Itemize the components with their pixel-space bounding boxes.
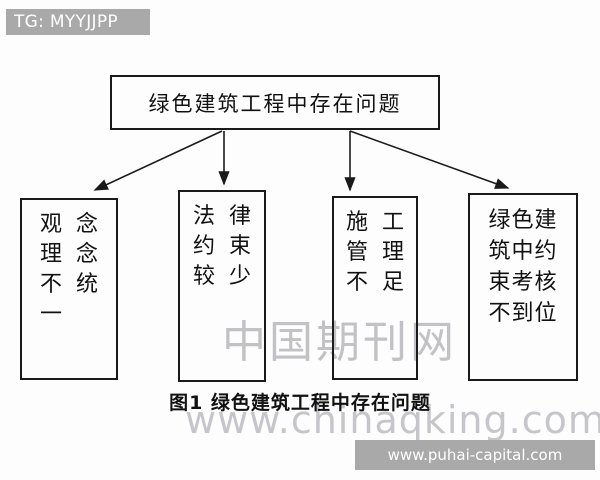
leaf-text-row: 筑中约 (488, 239, 558, 264)
leaf-char: 理 (382, 240, 405, 265)
leaf-text-row: 绿色建 (488, 208, 558, 233)
leaf-char: 不 (345, 270, 368, 295)
leaf-node-2-column-left: 法 约 较 (193, 202, 215, 292)
leaf-char: 工 (382, 210, 405, 235)
leaf-node-4-rows: 绿色建 筑中约 束考核 不到位 (470, 205, 576, 329)
leaf-char: 较 (192, 264, 215, 289)
leaf-char: 念 (76, 212, 99, 237)
figure-caption: 图1 绿色建筑工程中存在问题 (169, 392, 431, 414)
leaf-char: 律 (229, 204, 252, 229)
leaf-char: 足 (382, 270, 405, 295)
leaf-char: 法 (192, 204, 215, 229)
leaf-char: 管 (345, 240, 368, 265)
leaf-char: 约 (192, 234, 215, 259)
root-node-label: 绿色建筑工程中存在问题 (148, 91, 402, 116)
root-node-box: 绿色建筑工程中存在问题 (110, 75, 440, 130)
leaf-node-1-column-right: 念 念 统 (76, 210, 98, 330)
tg-badge: TG: MYYJJPP (6, 9, 150, 35)
leaf-node-box-4: 绿色建 筑中约 束考核 不到位 (468, 193, 578, 381)
leaf-node-3-columns: 施 管 不 工 理 足 (334, 208, 416, 298)
site-badge: www.puhai-capital.com (355, 440, 595, 470)
leaf-char: 观 (39, 212, 62, 237)
leaf-text-row: 束考核 (488, 270, 558, 295)
leaf-char: 施 (345, 210, 368, 235)
arrow-to-node1 (93, 130, 223, 191)
leaf-char: 统 (76, 272, 99, 297)
leaf-text-row: 不到位 (488, 301, 558, 326)
leaf-node-box-1: 观 理 不 一 念 念 统 (20, 198, 118, 380)
leaf-node-1-columns: 观 理 不 一 念 念 统 (22, 210, 116, 330)
leaf-node-box-2: 法 约 较 律 束 少 (178, 190, 266, 382)
leaf-char: 一 (39, 302, 62, 327)
leaf-node-box-3: 施 管 不 工 理 足 (332, 196, 418, 380)
leaf-char: 理 (39, 242, 62, 267)
arrow-to-node4 (349, 130, 510, 189)
leaf-node-2-columns: 法 约 较 律 束 少 (180, 202, 264, 292)
leaf-char: 念 (76, 242, 99, 267)
leaf-node-3-column-right: 工 理 足 (382, 208, 404, 298)
leaf-char: 少 (229, 264, 252, 289)
leaf-node-2-column-right: 律 束 少 (229, 202, 251, 292)
leaf-char: 不 (39, 272, 62, 297)
leaf-node-3-column-left: 施 管 不 (346, 208, 368, 298)
leaf-char: 束 (229, 234, 252, 259)
leaf-node-1-column-left: 观 理 不 一 (40, 210, 62, 330)
